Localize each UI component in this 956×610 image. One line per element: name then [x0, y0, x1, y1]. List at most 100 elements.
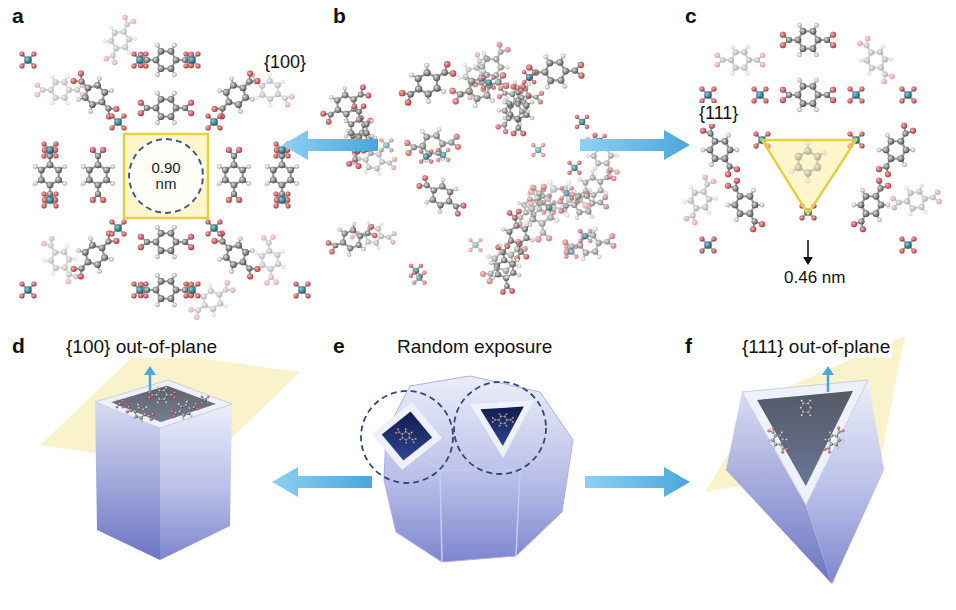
metal-cluster — [379, 138, 393, 152]
atom — [259, 92, 265, 98]
atom — [570, 186, 574, 190]
atom — [121, 219, 126, 224]
atom — [155, 121, 159, 125]
atom — [750, 226, 756, 232]
atom — [746, 71, 750, 75]
atom — [532, 70, 536, 74]
atom — [810, 100, 817, 107]
atom — [552, 211, 556, 215]
atom — [546, 59, 553, 66]
atom — [79, 265, 85, 271]
atom — [86, 167, 93, 174]
atom — [530, 100, 534, 104]
atom — [503, 100, 507, 104]
atom — [603, 134, 607, 138]
atom — [455, 211, 461, 217]
atom — [690, 213, 695, 218]
atom — [217, 113, 222, 118]
atom — [519, 109, 525, 115]
atom — [490, 98, 495, 103]
linker-molecule — [212, 71, 261, 120]
atom — [33, 164, 37, 168]
atom — [885, 183, 891, 189]
atom — [230, 261, 237, 268]
atom — [223, 254, 230, 261]
atom — [693, 205, 699, 211]
atom — [540, 229, 546, 235]
atom — [19, 63, 24, 68]
atom — [797, 78, 801, 82]
linker-molecule — [188, 280, 235, 320]
atom — [370, 134, 374, 138]
atom — [882, 79, 887, 84]
atom — [295, 181, 299, 185]
atom — [194, 315, 199, 320]
atom — [478, 248, 482, 252]
atom — [121, 231, 126, 236]
atom — [103, 39, 107, 43]
atom — [578, 229, 582, 233]
atom — [578, 178, 582, 182]
atom — [434, 85, 441, 92]
atom — [733, 186, 739, 192]
atom — [48, 87, 54, 93]
atom — [293, 281, 298, 286]
atom — [548, 180, 553, 185]
atom — [546, 235, 552, 241]
atom — [505, 96, 509, 100]
atom — [436, 148, 440, 152]
atom — [109, 219, 114, 224]
atom — [188, 286, 195, 293]
atom — [533, 69, 539, 75]
atom — [65, 244, 69, 248]
linker-molecule — [683, 175, 717, 225]
atom — [101, 254, 108, 261]
atom — [356, 109, 361, 114]
atom — [53, 203, 58, 208]
atom — [236, 197, 242, 203]
atom — [579, 119, 585, 125]
metal-cluster — [531, 143, 545, 157]
atom — [155, 43, 159, 47]
atom — [547, 77, 554, 84]
atom — [78, 273, 84, 279]
atom — [66, 75, 70, 79]
atom — [287, 177, 294, 184]
atom — [504, 283, 509, 288]
atom — [81, 164, 85, 168]
atom — [478, 75, 485, 82]
atom — [173, 105, 180, 112]
atom — [446, 158, 450, 162]
atom — [182, 57, 188, 63]
atom — [890, 196, 895, 201]
atom — [575, 216, 579, 220]
atom — [589, 200, 595, 206]
atom — [516, 209, 521, 214]
metal-cluster — [468, 238, 482, 252]
atom — [111, 164, 115, 168]
atom — [217, 301, 223, 307]
atom — [420, 143, 427, 150]
atom — [289, 94, 294, 99]
atom — [342, 92, 348, 98]
atom — [344, 134, 348, 138]
atom — [105, 239, 111, 245]
linker-molecule — [81, 147, 115, 203]
metal-cluster — [183, 281, 200, 298]
atom — [158, 113, 165, 120]
atom — [494, 265, 500, 271]
atom — [41, 153, 46, 158]
atom — [507, 210, 512, 215]
atom — [329, 249, 334, 254]
atom — [515, 239, 521, 245]
atom — [224, 304, 228, 308]
atom — [466, 67, 472, 73]
atom — [422, 281, 426, 285]
atom — [564, 203, 569, 208]
atom — [510, 270, 516, 276]
atom — [429, 149, 433, 153]
atom — [725, 183, 731, 189]
atom — [519, 95, 524, 100]
atom — [387, 161, 392, 166]
linker-molecule — [528, 180, 590, 218]
